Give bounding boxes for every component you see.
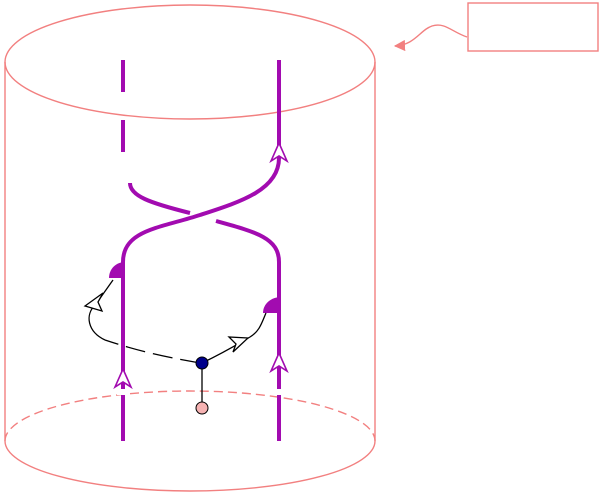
cylinder-top-ellipse: [4, 4, 376, 120]
strand-under-lower: [215, 219, 281, 441]
path-arrow-icon: [83, 292, 104, 313]
cylinder: [4, 4, 376, 492]
path-arrow-icon: [227, 336, 250, 353]
right-half-disc-marker: [263, 297, 281, 313]
strand-over-crossing: [121, 60, 281, 441]
vertex-point: [195, 356, 209, 370]
curved-arrow-icon: [393, 24, 468, 52]
strand-arrow-icon: [269, 141, 289, 164]
strand-markers: [109, 262, 281, 313]
rim-gaps: [117, 389, 285, 395]
strand-arrow-icon: [269, 351, 289, 374]
strand-under-upper: [128, 182, 191, 215]
cylinder-bottom-front-arc: [4, 440, 376, 492]
braid-strands: [121, 60, 281, 441]
label-callout: [393, 2, 599, 52]
path-arrows: [83, 292, 250, 353]
base-point: [195, 401, 209, 415]
left-half-disc-marker: [109, 262, 125, 278]
dashed-path-to-left: [104, 339, 201, 364]
cylinder-bottom-back-arc: [4, 390, 376, 442]
strand-arrows: [113, 141, 289, 390]
path-to-right: [201, 312, 267, 364]
strand-arrow-icon: [113, 367, 133, 390]
label-box: [467, 2, 599, 52]
